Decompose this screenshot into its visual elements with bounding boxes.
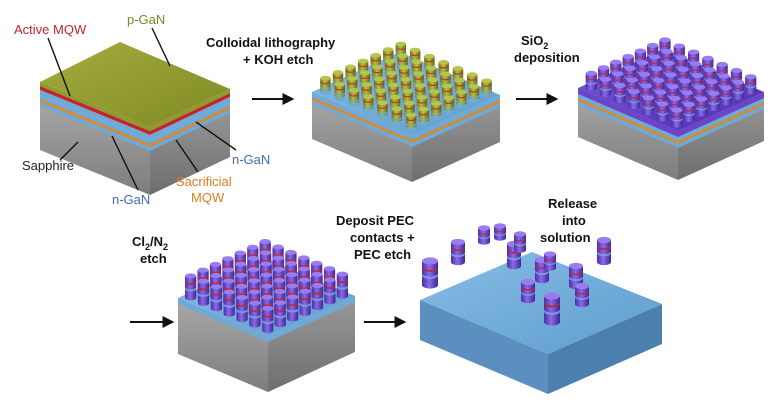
nanopillar: [695, 96, 708, 117]
step-pec-label: Deposit PEC contacts + PEC etch: [336, 213, 418, 262]
nanopillar: [299, 288, 311, 316]
nanopillar: [642, 95, 655, 116]
leader-sapphire: [59, 141, 79, 161]
nanopillar: [575, 282, 589, 308]
step-release-label: Release into solution: [540, 196, 601, 245]
nanopillar: [514, 231, 526, 253]
leader-n-gan-left: [111, 135, 139, 191]
nanopillar: [324, 277, 336, 305]
nanopillar: [708, 90, 720, 111]
step-sio2-sub: 2: [543, 41, 548, 51]
nanopillar: [478, 225, 490, 245]
nanopillar: [210, 284, 222, 312]
wafer-block-release: [420, 252, 662, 394]
nanopillar: [311, 283, 324, 311]
leader-n-gan-right: [195, 121, 237, 151]
step-pec-line3: PEC etch: [354, 247, 411, 262]
nanopillar: [671, 107, 683, 128]
step-release-line2: into: [562, 213, 586, 228]
leader-sacrificial: [175, 139, 199, 173]
step-cl2-line2: etch: [140, 251, 167, 266]
leader-active-mqw: [47, 37, 71, 97]
nanopillar: [185, 273, 197, 301]
step-litho-label: Colloidal lithography + KOH etch: [206, 35, 339, 67]
leader-p-gan: [151, 27, 171, 67]
nanopillar: [456, 89, 467, 109]
nanopillar: [745, 74, 757, 95]
nanopillar: [262, 305, 274, 333]
nanopillar: [236, 295, 248, 323]
step-pec-line1: Deposit PEC: [336, 213, 415, 228]
nanopillar: [348, 88, 360, 107]
nanopillar: [720, 85, 732, 106]
nanopillar: [628, 89, 640, 110]
step-cl2-sub1: 2: [145, 242, 150, 252]
step-release-line3: solution: [540, 230, 591, 245]
step-sio2-label: SiO2 deposition: [514, 33, 580, 65]
nanopillar: [657, 101, 669, 122]
step-cl2-b: /N: [150, 234, 163, 249]
nanopillar: [451, 238, 465, 266]
nanopillar: [443, 95, 455, 115]
nanopillar: [585, 70, 597, 91]
label-p-gan: p-GaN: [127, 12, 165, 27]
label-sacrificial-line2: MQW: [191, 190, 225, 205]
step-sio2-line2: deposition: [514, 50, 580, 65]
nanopillar: [391, 106, 403, 126]
label-sacrificial: Sacrificial MQW: [176, 174, 235, 205]
step-cl2-a: Cl: [132, 234, 145, 249]
step-cl2-sub2: 2: [163, 242, 168, 252]
nanopillars: [185, 37, 757, 333]
nanopillar: [334, 82, 345, 101]
step-cl2-label: Cl2/N2 etch: [132, 234, 172, 266]
wafer-block-initial: [40, 42, 230, 195]
step-release-line1: Release: [548, 196, 597, 211]
label-sapphire: Sapphire: [22, 158, 74, 173]
label-active-mqw: Active MQW: [14, 22, 87, 37]
step-pec-line2: contacts +: [350, 230, 415, 245]
step-sio2-prefix: SiO: [521, 33, 543, 48]
nanopillar: [683, 102, 695, 123]
label-n-gan-left: n-GaN: [112, 192, 150, 207]
nanopillar: [418, 107, 429, 126]
nanopillar: [336, 271, 348, 299]
step-litho-line1: Colloidal lithography: [206, 35, 336, 50]
nanopillar: [422, 257, 438, 289]
nanopillar: [521, 278, 535, 304]
nanopillar: [614, 83, 626, 104]
step-litho-line2: + KOH etch: [243, 52, 313, 67]
nanopillar: [599, 76, 612, 97]
nanopillar: [597, 236, 611, 266]
nanopillar: [249, 300, 261, 328]
nanopillar: [544, 251, 556, 271]
nanopillar: [197, 278, 210, 306]
nanopillar: [223, 289, 235, 317]
nanopillar: [405, 112, 417, 132]
label-sacrificial-line1: Sacrificial: [176, 174, 232, 189]
nanopillar: [274, 300, 286, 328]
nanopillar: [494, 223, 506, 241]
nanopillar: [732, 79, 745, 100]
nanopillar: [363, 94, 374, 113]
nanopillar: [544, 292, 560, 326]
nanopillar: [320, 75, 331, 95]
nanopillar: [377, 100, 388, 120]
nanopillar: [481, 78, 492, 98]
label-n-gan-right: n-GaN: [232, 152, 270, 167]
nanopillar: [287, 294, 299, 322]
nanopillar: [468, 84, 480, 103]
nanopillar: [431, 101, 442, 120]
